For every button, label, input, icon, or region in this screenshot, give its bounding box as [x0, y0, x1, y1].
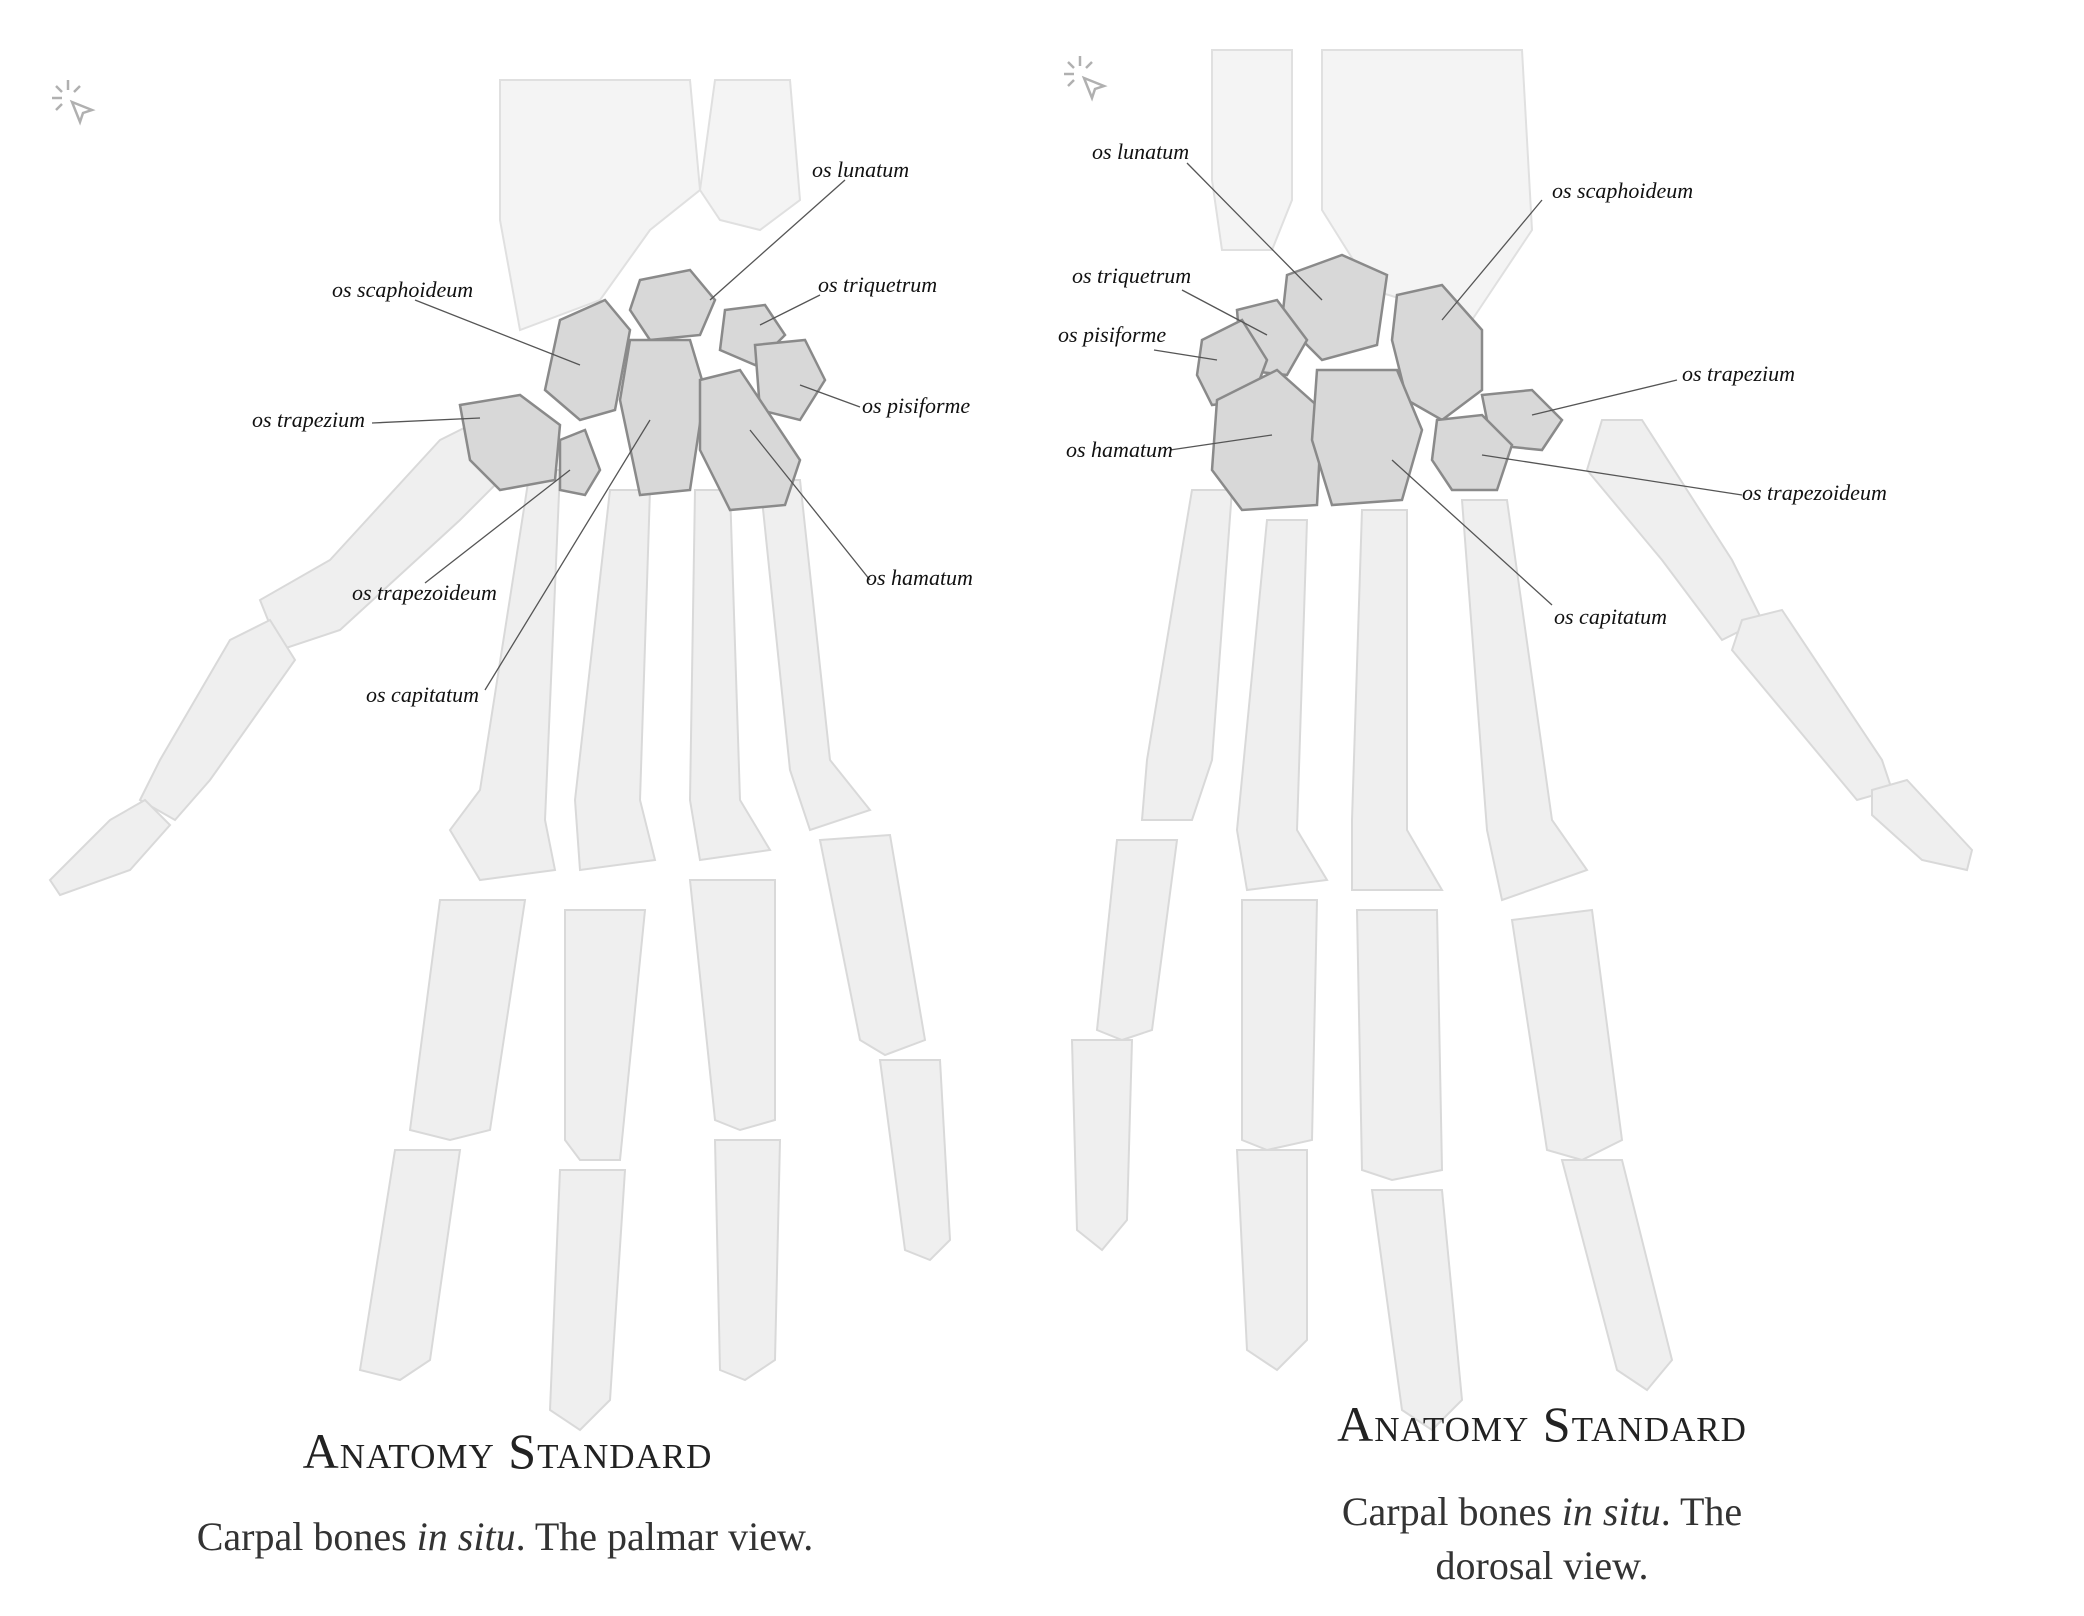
leader-capitatum [484, 419, 651, 691]
caption-text-start: Carpal bones [196, 1514, 417, 1559]
ring-metacarpal [688, 489, 772, 862]
index-metacarpal [448, 469, 562, 882]
caption-text-end: . The dorosal view. [1435, 1489, 1743, 1588]
middle-proximal-phalanx [1355, 909, 1444, 1182]
palmar-view-panel: os lunatum os scaphoideum os triquetrum … [0, 76, 1010, 1564]
leader-lunatum [709, 179, 846, 301]
click-cursor-icon[interactable] [46, 76, 100, 130]
ring-proximal-phalanx [688, 879, 776, 1132]
label-os-triquetrum: os triquetrum [1072, 263, 1192, 288]
dorsal-scaphoideum-shape [1390, 283, 1484, 422]
label-os-scaphoideum: os scaphoideum [1552, 178, 1694, 203]
figure-caption: Carpal bones in situ. The dorosal view. [1292, 1485, 1792, 1593]
little-metacarpal [758, 479, 872, 832]
label-os-hamatum: os hamatum [1066, 437, 1173, 462]
little-distal-phalanges [878, 1059, 952, 1262]
leader-triquetrum [759, 294, 821, 326]
palmar-lunatum-shape [628, 268, 717, 342]
palmar-hamatum-shape [698, 368, 802, 512]
leader-trapezium [1531, 379, 1678, 416]
leader-pisiforme [799, 384, 861, 408]
caption-italic: in situ [416, 1514, 516, 1559]
radius-bone [499, 79, 702, 332]
little-distal-phalanges [1070, 1039, 1134, 1252]
leader-trapezoideum [424, 469, 571, 584]
label-os-hamatum: os hamatum [866, 565, 973, 590]
label-os-trapezium: os trapezium [1682, 361, 1796, 386]
palmar-trapezoideum-shape [558, 428, 602, 497]
caption-text-start: Carpal bones [1341, 1489, 1562, 1534]
leader-capitatum [1391, 459, 1553, 606]
label-os-pisiforme: os pisiforme [862, 393, 971, 418]
palmar-capitatum-shape [618, 338, 707, 497]
palmar-scaphoideum-shape [543, 298, 632, 422]
leader-hamatum [1169, 434, 1273, 451]
label-os-trapezium: os trapezium [252, 407, 366, 432]
middle-distal-phalanges [548, 1169, 627, 1432]
caption-italic: in situ [1561, 1489, 1661, 1534]
leader-triquetrum [1181, 289, 1268, 336]
middle-metacarpal [573, 489, 657, 872]
label-os-trapezoideum: os trapezoideum [352, 580, 497, 605]
middle-distal-phalanges [1370, 1189, 1464, 1432]
middle-proximal-phalanx [564, 909, 647, 1161]
index-metacarpal [1460, 499, 1589, 902]
label-os-pisiforme: os pisiforme [1058, 322, 1167, 347]
label-os-triquetrum: os triquetrum [818, 272, 938, 297]
index-proximal-phalanx [408, 899, 527, 1142]
label-os-lunatum: os lunatum [1092, 139, 1190, 164]
brand-title: Anatomy Standard [1337, 1396, 1747, 1452]
leader-lunatum [1186, 162, 1323, 301]
label-os-lunatum: os lunatum [812, 157, 910, 182]
thumb-proximal-phalanx [138, 618, 297, 822]
click-cursor-icon[interactable] [1058, 52, 1112, 106]
ring-metacarpal [1235, 519, 1329, 892]
leader-trapezoideum [1481, 454, 1743, 496]
index-proximal-phalanx [1510, 908, 1624, 1162]
dorsal-view-panel: os lunatum os scaphoideum os triquetrum … [1042, 0, 2084, 1616]
label-os-capitatum: os capitatum [1554, 604, 1668, 629]
brand-title: Anatomy Standard [302, 1423, 713, 1479]
little-proximal-phalanx [1095, 839, 1179, 1042]
label-os-capitatum: os capitatum [366, 682, 480, 707]
palmar-hand-skeleton [48, 79, 952, 1432]
little-metacarpal [1140, 489, 1234, 821]
little-proximal-phalanx [818, 833, 927, 1057]
ring-distal-phalanges [1235, 1149, 1308, 1372]
leader-scaphoideum [414, 299, 581, 366]
ulna-bone [698, 79, 802, 232]
thumb-proximal-phalanx [1730, 608, 1894, 802]
thumb-distal-phalanx [48, 798, 172, 897]
dorsal-hamatum-shape [1210, 368, 1324, 512]
label-os-scaphoideum: os scaphoideum [332, 277, 474, 302]
leader-scaphoideum [1441, 199, 1543, 321]
label-os-trapezoideum: os trapezoideum [1742, 480, 1887, 505]
caption-text-end: . The palmar view. [515, 1514, 814, 1559]
ring-distal-phalanges [713, 1139, 782, 1382]
middle-metacarpal [1351, 509, 1444, 891]
palmar-trapezium-shape [458, 393, 562, 492]
index-distal-phalanges [358, 1149, 462, 1382]
dorsal-hand-skeleton [1070, 49, 1974, 1432]
leader-pisiforme [1153, 349, 1218, 361]
index-distal-phalanges [1560, 1159, 1674, 1392]
thumb-distal-phalanx [1871, 778, 1974, 872]
figure-caption: Carpal bones in situ. The palmar view. [0, 1510, 1010, 1564]
ulna-bone [1211, 49, 1293, 251]
ring-proximal-phalanx [1241, 899, 1319, 1152]
leader-trapezium [371, 417, 481, 424]
dorsal-capitatum-shape [1310, 368, 1424, 507]
dorsal-trapezoideum-shape [1430, 413, 1514, 492]
leader-hamatum [749, 429, 871, 581]
